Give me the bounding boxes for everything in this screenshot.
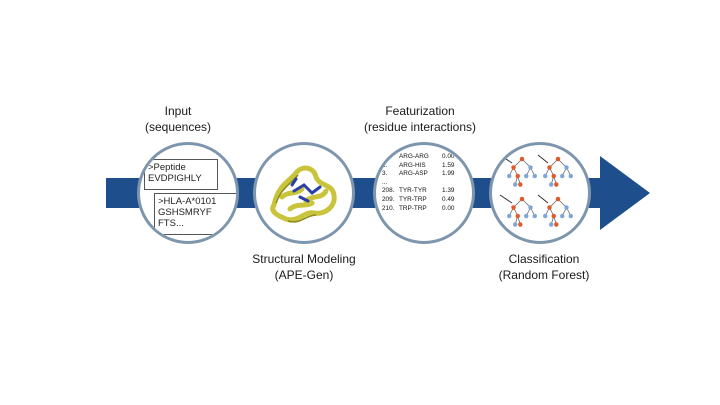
hla-sequence-line1: GSHSMRYF <box>158 207 212 218</box>
feature-row: 209. TYR-TRP 0.49 <box>382 195 472 205</box>
tree-node <box>543 173 548 179</box>
tree-node <box>511 165 516 170</box>
tree-node <box>551 213 556 219</box>
feature-index: ... <box>382 178 388 186</box>
peptide-header: >Peptide <box>148 162 186 173</box>
tree-node <box>518 182 523 187</box>
feature-value: 0.49 <box>442 195 455 203</box>
tree-node <box>548 182 554 187</box>
step-featurization-label: Featurization (residue interactions) <box>345 103 495 135</box>
tree-node <box>507 213 512 219</box>
tree-node <box>519 196 525 202</box>
feature-index: 208. <box>382 187 395 195</box>
step-classification-label: Classification (Random Forest) <box>480 251 608 283</box>
hla-header: >HLA-A*0101 <box>158 196 217 207</box>
tree-node <box>528 205 533 210</box>
feature-value: 1.39 <box>442 187 455 195</box>
peptide-sequence: EVDPIGHLY <box>148 173 202 184</box>
hla-sequence-line2: FTS... <box>158 218 184 229</box>
tree-node <box>555 196 561 202</box>
feature-value: 1.59 <box>442 161 455 169</box>
protein-structure-icon <box>270 165 337 223</box>
feature-row: 1. ARG-ARG 0.00 <box>382 153 472 162</box>
tree-node <box>515 173 520 179</box>
tree-node <box>554 182 559 187</box>
feature-index: 210. <box>382 204 395 212</box>
tree-node <box>515 213 520 219</box>
hla-sequence-box: >HLA-A*0101 GSHSMRYF FTS... <box>154 193 236 235</box>
tree-input-arrow <box>499 194 513 204</box>
tree-node <box>524 173 529 179</box>
tree-node <box>543 213 548 219</box>
step-featurization-subtitle: (residue interactions) <box>363 120 477 134</box>
step-classification-subtitle: (Random Forest) <box>498 268 590 282</box>
step-input-subtitle: (sequences) <box>144 120 212 134</box>
classification-circle <box>489 142 591 244</box>
tree-node <box>528 165 533 170</box>
feature-pair <box>399 179 442 188</box>
step-modeling-label: Structural Modeling (APE-Gen) <box>236 251 372 283</box>
structure-circle <box>253 142 355 244</box>
feature-index: 209. <box>382 195 395 203</box>
tree-input-arrow <box>537 194 549 204</box>
step-input-label: Input (sequences) <box>128 103 228 135</box>
tree-node <box>564 165 569 170</box>
tree-node <box>551 173 556 179</box>
step-featurization-title: Featurization <box>385 104 455 118</box>
step-modeling-subtitle: (APE-Gen) <box>274 268 334 282</box>
tree-node <box>532 173 537 179</box>
step-modeling-title: Structural Modeling <box>252 252 356 266</box>
tree-node <box>519 156 525 162</box>
input-circle: >Peptide EVDPIGHLY >HLA-A*0101 GSHSMRYF … <box>137 142 239 244</box>
tree-node <box>548 222 554 227</box>
feature-row: 3. ARG-ASP 1.99 <box>382 170 472 179</box>
tree-node <box>555 156 561 162</box>
tree-node <box>568 173 573 179</box>
tree-node <box>507 173 512 179</box>
feature-index: 2. <box>382 161 388 169</box>
feature-row: 210. TRP-TRP 0.00 <box>382 204 472 214</box>
featurization-circle: 1. ARG-ARG 0.00 2. ARG-HIS 1.59 3. ARG-ASP 1.99.… <box>373 142 475 244</box>
tree-node <box>518 222 523 227</box>
peptide-sequence-box: >Peptide EVDPIGHLY <box>144 159 218 190</box>
tree-node <box>547 165 552 170</box>
tree-node <box>524 213 529 219</box>
tree-node <box>532 213 537 219</box>
feature-pair: ARG-ASP <box>399 170 428 178</box>
feature-pair: ARG-ARG <box>399 153 429 160</box>
feature-row: 2. ARG-HIS 1.59 <box>382 161 472 171</box>
feature-value: 0.00 <box>442 153 455 160</box>
tree-node <box>560 213 565 219</box>
feature-list: 1. ARG-ARG 0.00 2. ARG-HIS 1.59 3. ARG-ASP 1.99.… <box>382 153 472 214</box>
tree-node <box>564 205 569 210</box>
tree-node <box>547 205 552 210</box>
tree-node <box>568 213 573 219</box>
step-input-title: Input <box>164 104 192 118</box>
feature-value: 1.99 <box>442 170 455 178</box>
tree-node <box>512 182 518 187</box>
feature-pair: TYR-TYR <box>399 187 427 195</box>
tree-node <box>560 173 565 179</box>
pipeline-arrow-head <box>600 156 650 230</box>
tree-input-arrow <box>499 154 513 164</box>
feature-index: 3. <box>382 170 388 178</box>
random-forest-icon <box>499 154 573 227</box>
feature-row: ... <box>382 178 472 188</box>
feature-pair: ARG-HIS <box>399 161 426 169</box>
tree-node <box>554 222 559 227</box>
tree-node <box>512 222 518 227</box>
step-classification-title: Classification <box>508 252 580 266</box>
feature-value <box>442 179 462 188</box>
feature-pair: TYR-TRP <box>399 195 427 203</box>
feature-index: 1. <box>382 153 388 160</box>
feature-value: 0.00 <box>442 204 455 212</box>
tree-input-arrow <box>537 154 549 164</box>
feature-row: 208. TYR-TYR 1.39 <box>382 187 472 196</box>
feature-pair: TRP-TRP <box>399 204 427 212</box>
tree-node <box>511 205 516 210</box>
